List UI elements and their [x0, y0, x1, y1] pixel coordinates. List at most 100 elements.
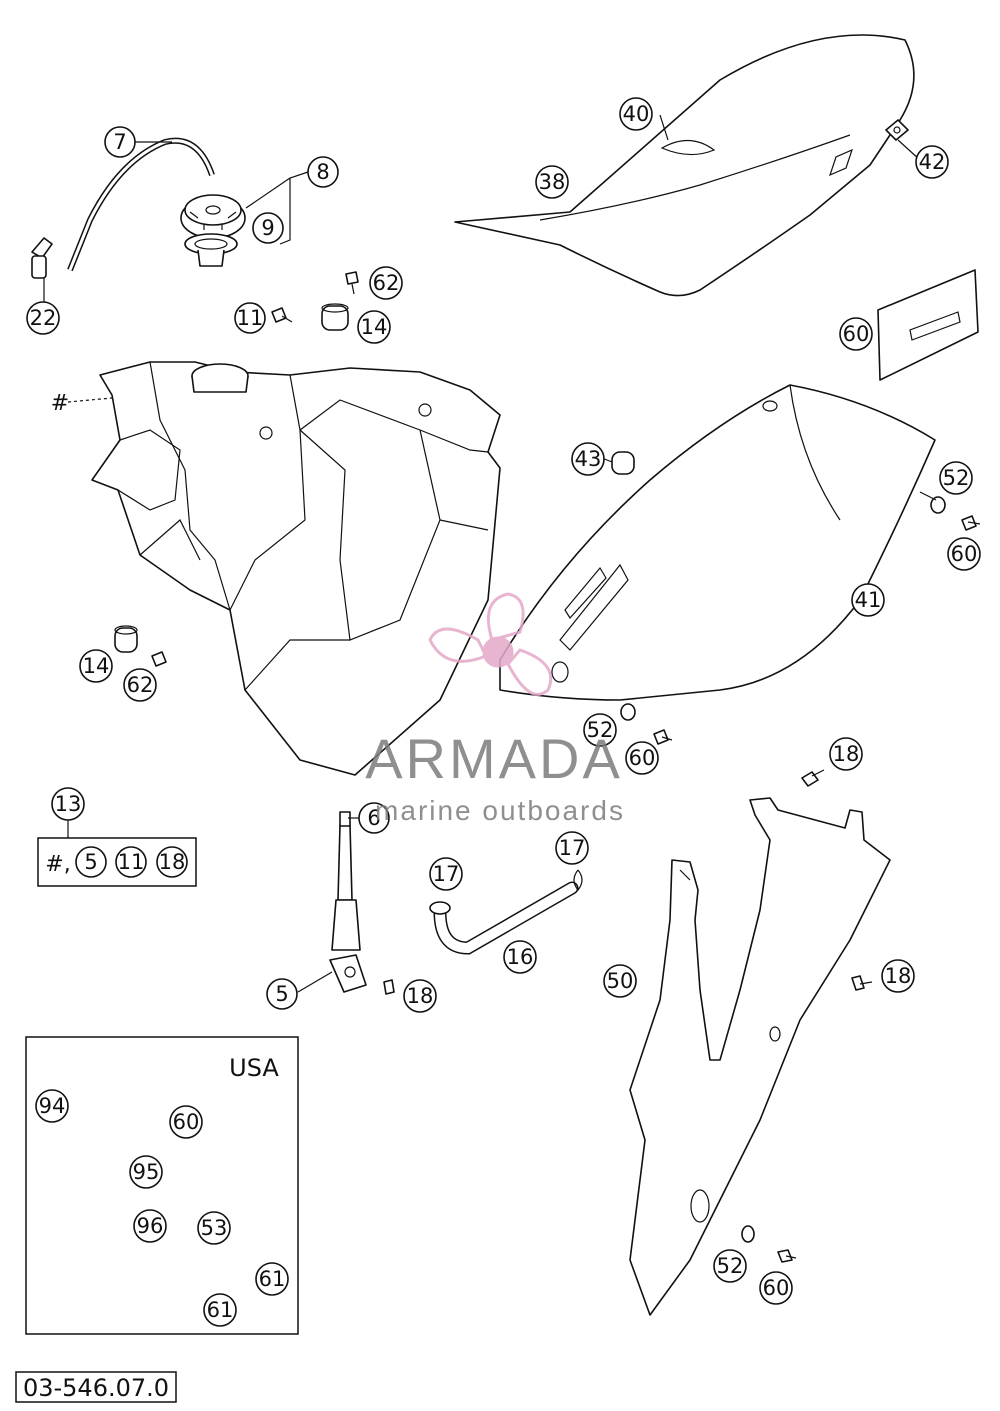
callout-61-right: 61	[255, 1262, 289, 1296]
svg-text:52: 52	[717, 1254, 744, 1278]
svg-text:96: 96	[137, 1214, 164, 1238]
callout-8: 8	[307, 156, 339, 188]
callout-40: 40	[619, 97, 653, 131]
callout-60-decal: 60	[839, 317, 873, 351]
svg-text:60: 60	[173, 1110, 200, 1134]
svg-text:17: 17	[559, 836, 586, 860]
guard-hardware	[741, 1225, 797, 1263]
fuel-tank-part	[91, 361, 501, 776]
fuel-hose-part	[429, 869, 583, 955]
svg-text:50: 50	[607, 969, 634, 993]
callout-18-mid: 18	[403, 979, 437, 1013]
svg-text:11: 11	[237, 306, 264, 330]
small-hardware-left	[114, 625, 167, 667]
callout-9: 9	[252, 212, 284, 244]
small-hardware-top	[271, 271, 359, 331]
seat-part	[454, 34, 915, 297]
callout-60-right: 60	[947, 537, 981, 571]
svg-text:94: 94	[39, 1094, 66, 1118]
screws-18	[383, 769, 873, 995]
callout-60-bottom: 60	[759, 1271, 793, 1305]
callout-38: 38	[535, 165, 569, 199]
svg-text:18: 18	[885, 964, 912, 988]
vent-hose-part	[67, 137, 215, 272]
side-panel-part	[499, 384, 936, 701]
watermark-tagline: marine outboards	[375, 795, 625, 826]
callout-14-left: 14	[79, 649, 113, 683]
svg-text:60: 60	[629, 746, 656, 770]
callout-43: 43	[571, 442, 605, 476]
diagram-code: 03-546.07.0	[23, 1374, 169, 1402]
propeller-logo	[428, 592, 553, 696]
callout-94: 94	[35, 1089, 69, 1123]
svg-text:60: 60	[763, 1276, 790, 1300]
svg-text:5: 5	[275, 982, 288, 1006]
kit-prefix: #,	[45, 852, 70, 877]
svg-text:16: 16	[507, 945, 534, 969]
svg-text:17: 17	[433, 862, 460, 886]
callout-62-top: 62	[369, 266, 403, 300]
callout-11: 11	[234, 302, 266, 334]
cap-gasket-part	[184, 233, 238, 267]
callout-52-mid: 52	[583, 713, 617, 747]
callout-41: 41	[851, 583, 885, 617]
callout-18-top: 18	[829, 737, 863, 771]
callout-7: 7	[104, 126, 136, 158]
svg-text:9: 9	[261, 216, 274, 240]
svg-text:14: 14	[83, 654, 110, 678]
callout-6: 6	[358, 802, 390, 834]
watermark-brand: ARMADA	[365, 727, 623, 790]
svg-text:6: 6	[367, 806, 380, 830]
svg-text:62: 62	[373, 271, 400, 295]
svg-text:18: 18	[407, 984, 434, 1008]
armada-watermark: ARMADA marine outboards	[365, 592, 625, 826]
callout-22: 22	[26, 301, 60, 335]
usa-kit-box	[25, 1036, 299, 1335]
panel-hardware-right	[620, 496, 981, 745]
seat-decal-part	[877, 269, 979, 381]
svg-text:52: 52	[943, 466, 970, 490]
callout-5: 5	[266, 978, 298, 1010]
svg-text:53: 53	[201, 1216, 228, 1240]
svg-text:13: 13	[55, 792, 82, 816]
callout-52-bottom: 52	[713, 1249, 747, 1283]
svg-text:60: 60	[951, 542, 978, 566]
callout-13: 13	[51, 787, 85, 821]
svg-text:8: 8	[316, 160, 329, 184]
svg-text:18: 18	[833, 742, 860, 766]
fuel-tap-part	[329, 811, 367, 993]
callout-50: 50	[603, 964, 637, 998]
svg-text:5: 5	[84, 850, 97, 874]
fuel-cap-part	[180, 194, 246, 239]
svg-text:14: 14	[361, 315, 388, 339]
svg-text:40: 40	[623, 102, 650, 126]
callout-42: 42	[915, 145, 949, 179]
grommet-part	[611, 451, 635, 475]
svg-text:52: 52	[587, 718, 614, 742]
callout-18-right: 18	[881, 959, 915, 993]
svg-text:41: 41	[855, 588, 882, 612]
callout-16: 16	[503, 940, 537, 974]
svg-text:61: 61	[207, 1298, 234, 1322]
svg-text:42: 42	[919, 150, 946, 174]
kit-callout-18: 18	[156, 846, 188, 878]
diagram-code-box	[15, 1371, 177, 1403]
svg-text:62: 62	[127, 673, 154, 697]
kit-callout-5: 5	[75, 846, 107, 878]
svg-text:18: 18	[159, 850, 186, 874]
hose-fitting-part	[31, 237, 53, 279]
svg-text:7: 7	[113, 130, 126, 154]
callout-17-left: 17	[429, 857, 463, 891]
callout-61-bottom: 61	[203, 1293, 237, 1327]
callout-17-right: 17	[555, 831, 589, 865]
svg-text:95: 95	[133, 1160, 160, 1184]
callout-62-left: 62	[123, 668, 157, 702]
callout-14-top: 14	[357, 310, 391, 344]
callout-53: 53	[197, 1211, 231, 1245]
svg-text:60: 60	[843, 322, 870, 346]
callout-96: 96	[133, 1209, 167, 1243]
svg-text:11: 11	[118, 850, 145, 874]
usa-label: USA	[229, 1054, 279, 1082]
callout-52-right: 52	[939, 461, 973, 495]
